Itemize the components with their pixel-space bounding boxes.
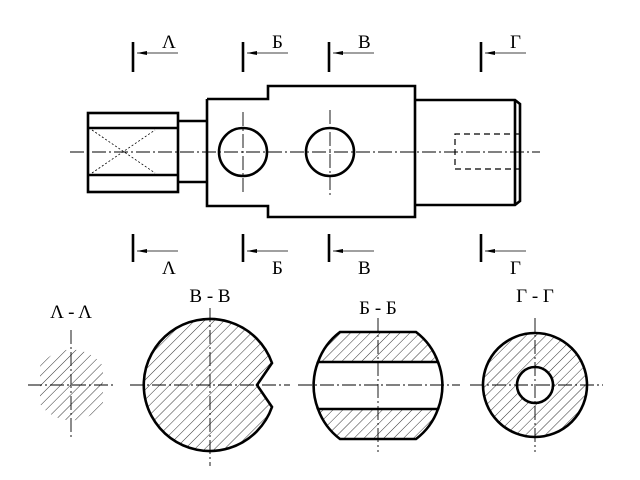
mark-b-top: Б: [241, 32, 288, 72]
section-b-title: Б - Б: [359, 298, 397, 319]
square-end: [86, 111, 180, 194]
body: [205, 84, 417, 219]
section-marks: Λ Б В Г Λ Б В Г: [131, 32, 526, 279]
section-b-b: Б - Б: [298, 298, 460, 452]
svg-text:В: В: [358, 258, 371, 279]
flat-cross: [91, 129, 156, 174]
svg-text:Г: Г: [510, 258, 521, 279]
svg-text:Λ: Λ: [162, 258, 176, 279]
svg-text:Б: Б: [272, 258, 283, 279]
section-g-g: Г - Г: [470, 286, 603, 452]
svg-text:Б: Б: [272, 32, 283, 53]
mark-b-bottom: Б: [241, 234, 288, 279]
hidden-hole: [454, 133, 520, 170]
mark-g-bottom: Г: [479, 234, 526, 279]
svg-text:Г: Г: [510, 32, 521, 53]
mark-a-bottom: Λ: [131, 234, 178, 279]
section-v-v: В - В: [130, 286, 290, 466]
mark-v-top: В: [327, 32, 374, 72]
mark-v-bottom: В: [327, 234, 374, 279]
right-shaft: [415, 98, 522, 207]
section-a-a: Λ - Λ: [28, 302, 116, 438]
mark-a-top: Λ: [131, 32, 178, 72]
shaft-main-view: [70, 84, 540, 219]
section-g-title: Г - Г: [516, 286, 554, 307]
section-a-title: Λ - Λ: [50, 302, 92, 323]
section-v-title: В - В: [189, 286, 230, 307]
svg-text:В: В: [358, 32, 371, 53]
svg-text:Λ: Λ: [162, 32, 176, 53]
mark-g-top: Г: [479, 32, 526, 72]
hole-b: [217, 126, 269, 178]
